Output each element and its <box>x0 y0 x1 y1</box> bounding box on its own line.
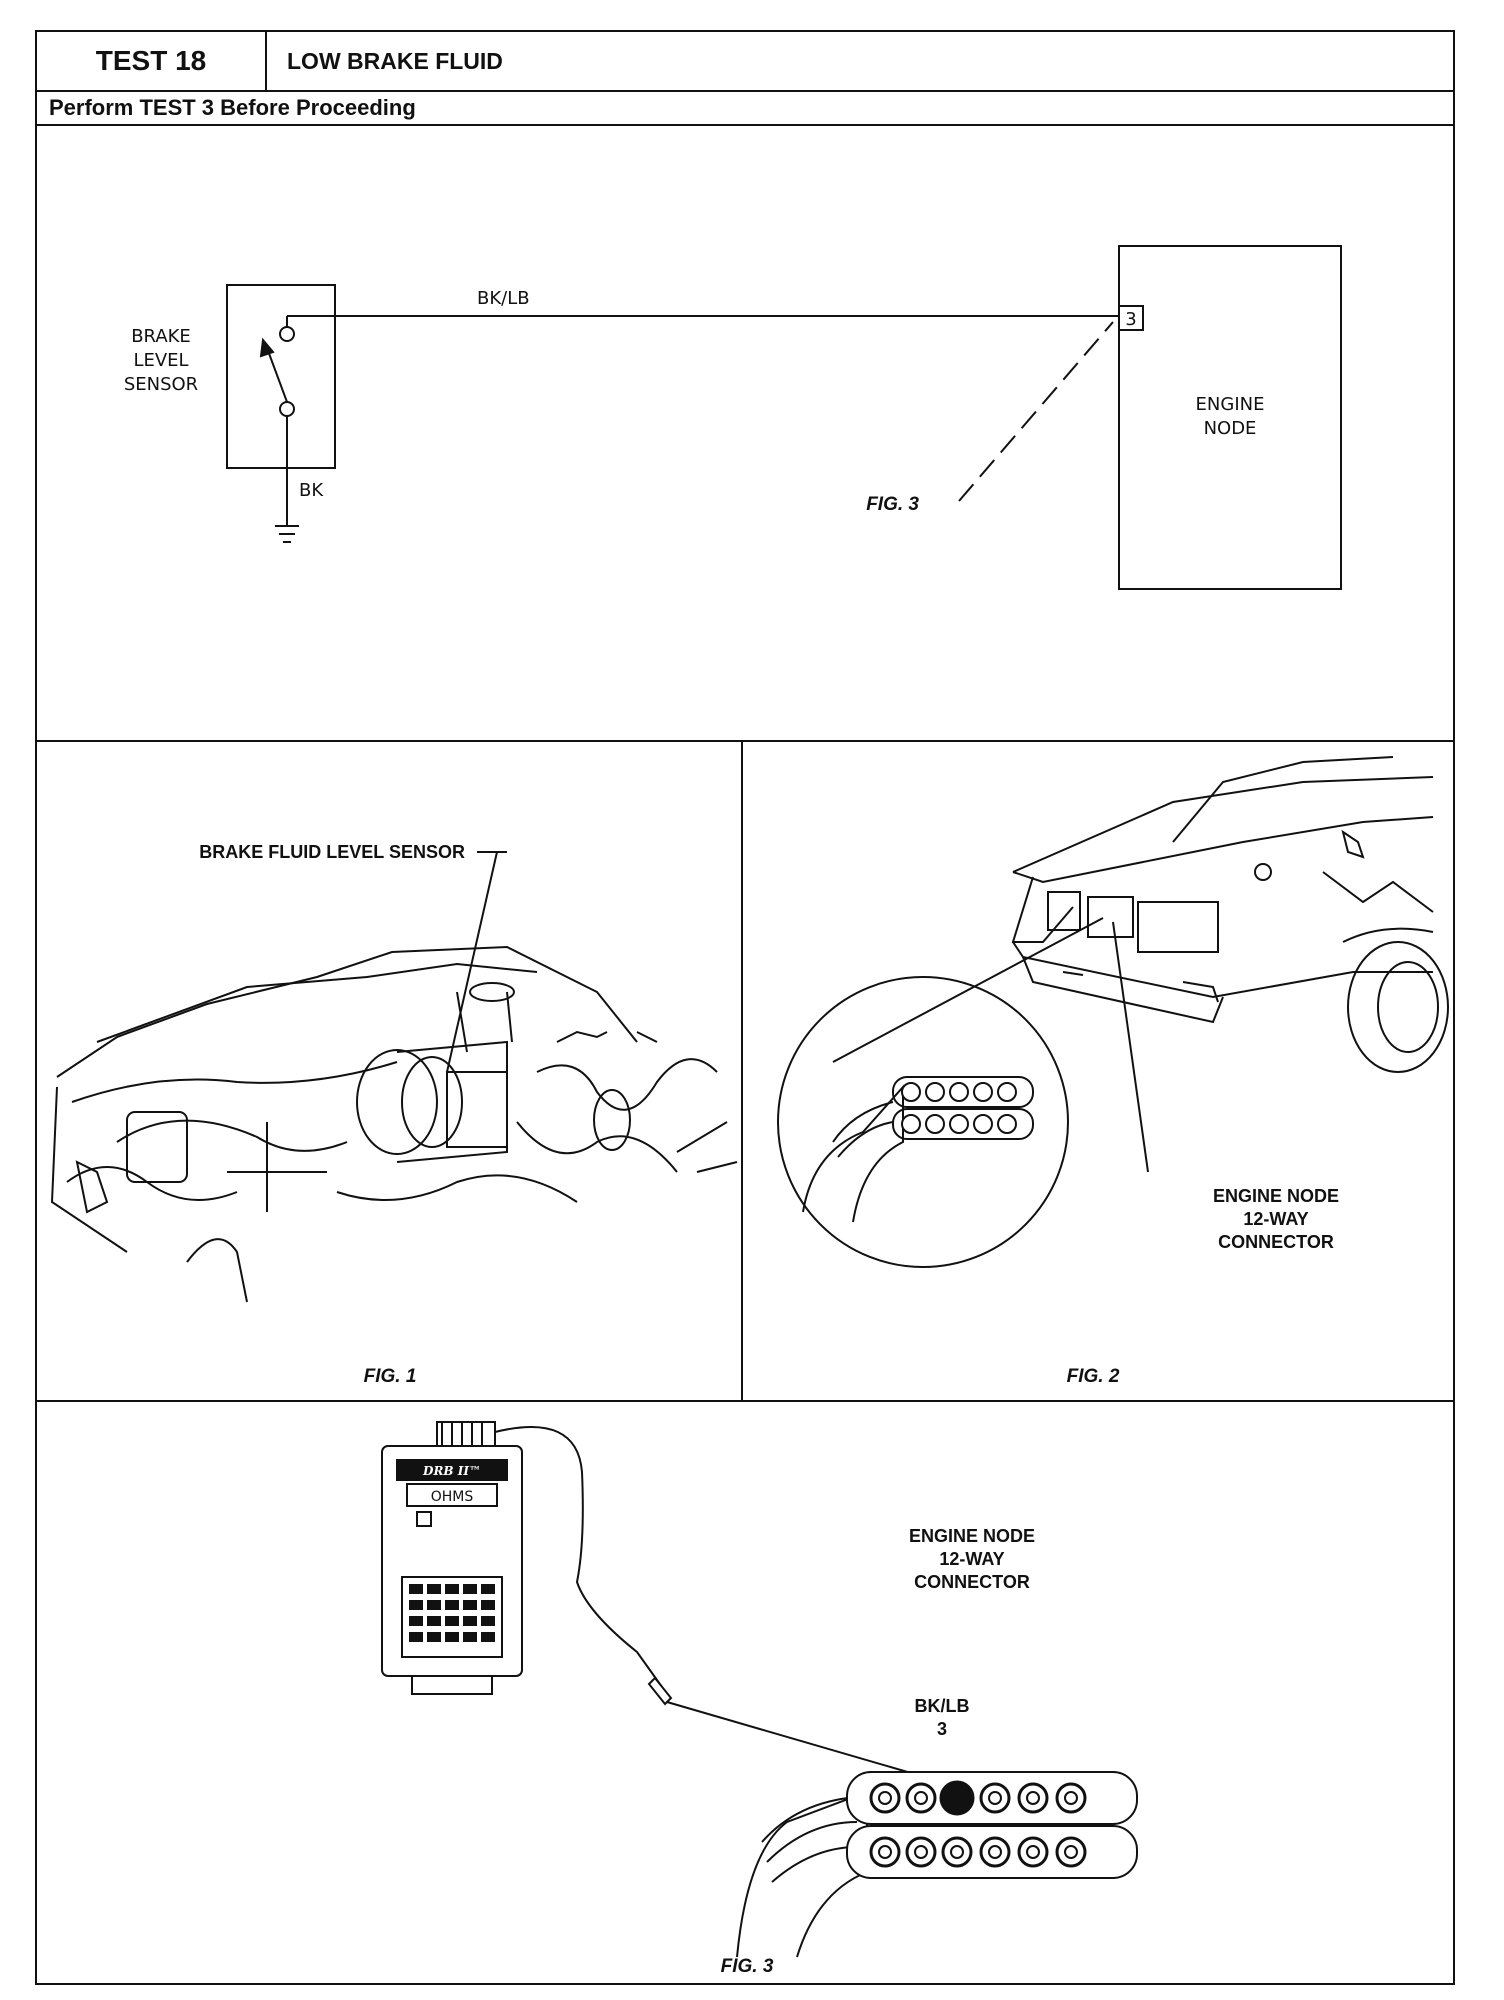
figure-2-panel: ENGINE NODE 12-WAY CONNECTOR FIG. 2 <box>743 742 1455 1402</box>
tester-brand: DRB II™ <box>422 1464 481 1478</box>
tester-keypad <box>409 1584 495 1642</box>
fig2-label-3: CONNECTOR <box>1218 1232 1334 1252</box>
car-front-illustration: ENGINE NODE 12-WAY CONNECTOR FIG. 2 <box>777 756 1449 1387</box>
sensor-label-line-3: SENSOR <box>124 374 198 395</box>
pin-number-label: 3 <box>937 1719 947 1739</box>
probe-wire <box>666 1701 943 1783</box>
pin-wire-label: BK/LB <box>915 1696 970 1716</box>
schematic-drawing: BRAKE LEVEL SENSOR BK/LB BK <box>124 245 1342 590</box>
fig2-label-2: 12-WAY <box>1243 1209 1308 1229</box>
fig3-label-2: 12-WAY <box>939 1549 1004 1569</box>
fig3-reference: FIG. 3 <box>866 494 919 515</box>
car-outline <box>1011 756 1449 1073</box>
sensor-label-line-2: LEVEL <box>133 350 188 371</box>
wiring-schematic: BRAKE LEVEL SENSOR BK/LB BK <box>37 126 1453 742</box>
fig3-caption: FIG. 3 <box>721 1956 774 1977</box>
test-header: TEST 18 LOW BRAKE FLUID <box>37 32 1453 92</box>
fig3-dashed-callout <box>958 321 1114 502</box>
switch-symbol <box>259 315 335 526</box>
fig3-label-1: ENGINE NODE <box>909 1526 1035 1546</box>
tester-connection-illustration: DRB II™ OHMS ENGINE NODE 12-WAY CONNECTO… <box>381 1421 1138 1977</box>
figure-3-panel: DRB II™ OHMS ENGINE NODE 12-WAY CONNECTO… <box>37 1402 1453 1985</box>
engine-bay-illustration: BRAKE FLUID LEVEL SENSOR FIG. 1 <box>50 842 738 1387</box>
fig1-caption: FIG. 1 <box>364 1366 417 1387</box>
engine-node-box <box>1118 245 1342 590</box>
connector-magnifier <box>777 976 1069 1268</box>
fig3-label-3: CONNECTOR <box>914 1572 1030 1592</box>
brake-fluid-level-sensor-callout: BRAKE FLUID LEVEL SENSOR <box>199 842 465 862</box>
pin-3-box <box>1118 305 1144 331</box>
pin-number: 3 <box>1125 309 1136 330</box>
probe-lead <box>494 1426 663 1688</box>
ground-symbol <box>275 525 299 543</box>
test-title: LOW BRAKE FLUID <box>287 47 503 74</box>
engine-node-label-2: NODE <box>1204 418 1257 439</box>
fig2-caption: FIG. 2 <box>1067 1366 1120 1387</box>
prerequisite-note: Perform TEST 3 Before Proceeding <box>37 92 1453 126</box>
drb-ii-tester <box>381 1421 523 1695</box>
fig2-label-1: ENGINE NODE <box>1213 1186 1339 1206</box>
figure-1-panel: BRAKE FLUID LEVEL SENSOR FIG. 1 <box>37 742 743 1402</box>
test-number: TEST 18 <box>37 32 267 90</box>
sensor-callout-line <box>446 851 498 1073</box>
brake-level-sensor-box <box>226 284 336 469</box>
sensor-label-line-1: BRAKE <box>131 326 191 347</box>
connector-pins <box>869 1780 1087 1868</box>
test-page: TEST 18 LOW BRAKE FLUID Perform TEST 3 B… <box>35 30 1455 1985</box>
tester-display: OHMS <box>431 1489 474 1505</box>
ground-wire-label: BK <box>299 480 324 501</box>
engine-node-label-1: ENGINE <box>1196 394 1265 415</box>
wire-label: BK/LB <box>477 288 530 309</box>
